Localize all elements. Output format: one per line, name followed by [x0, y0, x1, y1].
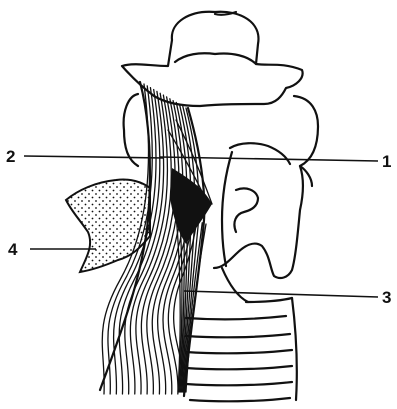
leader-3 [184, 291, 378, 297]
leader-2 [24, 156, 164, 158]
thyroid-superior-horn [124, 94, 138, 166]
hyoid-bone [122, 12, 303, 106]
label-2: 2 [6, 147, 15, 166]
trachea-rings [186, 268, 297, 401]
label-1: 1 [382, 152, 391, 171]
thyroid-cartilage [214, 96, 318, 278]
label-4: 4 [8, 240, 18, 259]
stippled-structure [66, 179, 150, 272]
leader-lines [24, 156, 378, 297]
label-3: 3 [382, 288, 391, 307]
